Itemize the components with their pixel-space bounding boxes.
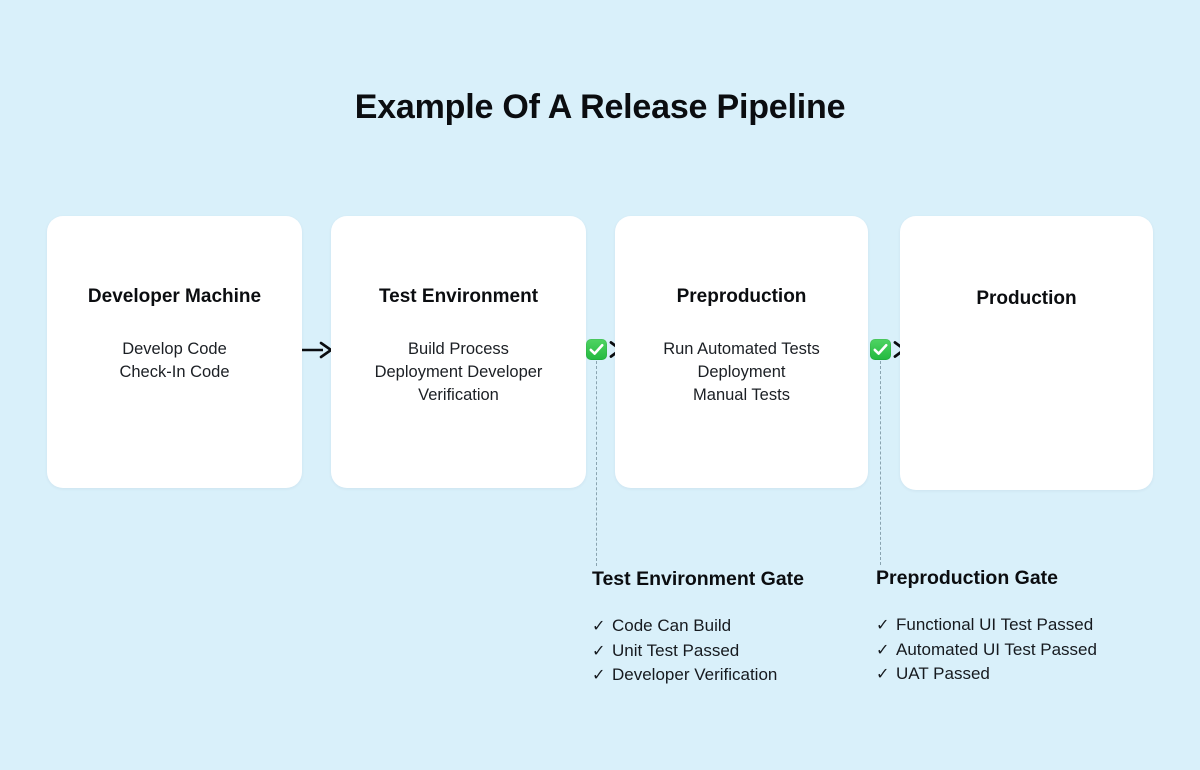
gate-preproduction: Preproduction Gate ✓ Functional UI Test … (876, 567, 1156, 687)
check-icon: ✓ (592, 667, 606, 684)
gate-criterion: ✓ Automated UI Test Passed (876, 638, 1156, 663)
check-icon: ✓ (876, 617, 890, 634)
gate-criterion-label: Functional UI Test Passed (896, 615, 1094, 634)
stage-title: Production (976, 288, 1077, 309)
gate-title: Test Environment Gate (592, 568, 805, 590)
gate-criterion-label: Unit Test Passed (612, 640, 740, 660)
check-icon: ✓ (876, 641, 890, 659)
gate-criterion: ✓ Unit Test Passed (592, 639, 862, 664)
gate-criterion-label: Code Can Build (612, 616, 732, 635)
gate-connector-line (596, 361, 597, 566)
stage-card-developer-machine[interactable]: Developer Machine Develop Code Check-In … (47, 216, 302, 488)
stage-title: Preproduction (676, 286, 807, 307)
stage-item: Manual Tests (693, 386, 790, 404)
gate-criteria-list: ✓ Functional UI Test Passed ✓ Automated … (876, 613, 1156, 687)
gate-criterion: ✓ UAT Passed (876, 662, 1156, 687)
stage-card-production[interactable]: Production (900, 216, 1153, 490)
stage-title: Test Environment (378, 286, 539, 307)
stage-item: Deployment (697, 363, 786, 381)
check-icon: ✓ (592, 618, 606, 635)
stage-item: Build Process (408, 340, 509, 358)
stage-item: Check-In Code (119, 363, 230, 381)
gate-test-environment: Test Environment Gate ✓ Code Can Build ✓… (592, 568, 862, 688)
page-title: Example Of A Release Pipeline (354, 88, 846, 126)
gate-criterion: ✓ Code Can Build (592, 614, 862, 639)
gate-criterion-label: Automated UI Test Passed (896, 639, 1097, 659)
stage-card-preproduction[interactable]: Preproduction Run Automated Tests Deploy… (615, 216, 868, 488)
check-icon: ✓ (592, 642, 606, 660)
stage-item: Develop Code (122, 340, 227, 358)
gate-criteria-list: ✓ Code Can Build ✓ Unit Test Passed ✓ De… (592, 614, 862, 688)
stage-item: Deployment Developer Verification (374, 363, 543, 404)
gate-connector-line (880, 361, 881, 565)
stage-body: Build Process Deployment Developer Verif… (345, 338, 572, 407)
gate-criterion: ✓ Developer Verification (592, 663, 862, 688)
gate-title: Preproduction Gate (876, 567, 1059, 589)
gate-criterion: ✓ Functional UI Test Passed (876, 613, 1156, 638)
stage-title: Developer Machine (87, 286, 262, 307)
stage-body: Run Automated Tests Deployment Manual Te… (629, 338, 854, 407)
green-check-badge-icon (586, 339, 607, 360)
stage-card-test-environment[interactable]: Test Environment Build Process Deploymen… (331, 216, 586, 488)
gate-criterion-label: UAT Passed (896, 664, 990, 683)
green-check-badge-icon (870, 339, 891, 360)
check-icon: ✓ (876, 666, 890, 683)
stage-body: Develop Code Check-In Code (61, 338, 288, 384)
gate-criterion-label: Developer Verification (612, 665, 778, 684)
stage-item: Run Automated Tests (663, 340, 820, 358)
arrow-right-icon (302, 338, 333, 362)
